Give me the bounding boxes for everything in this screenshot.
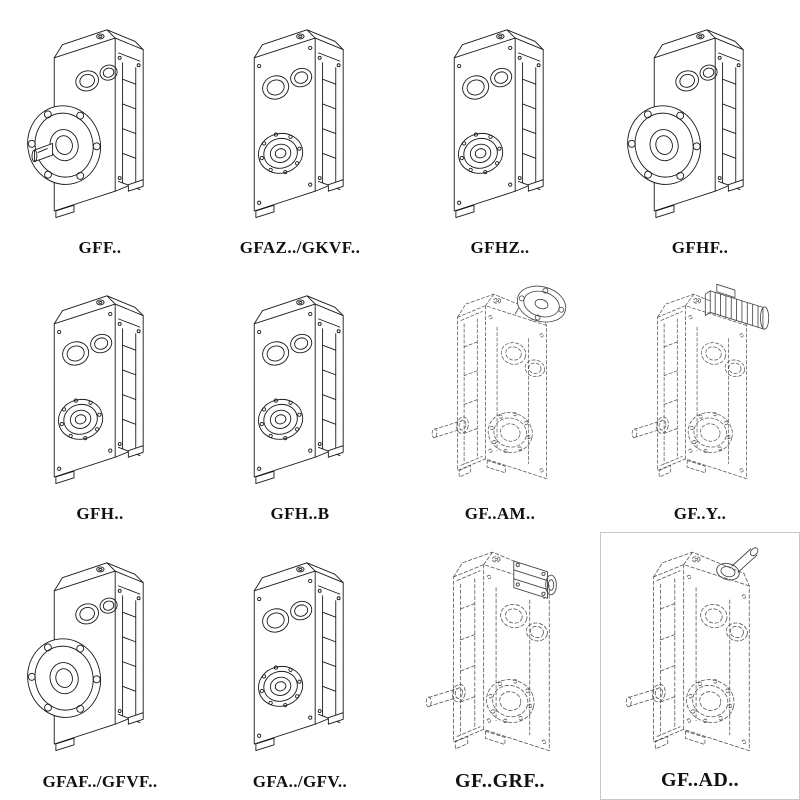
figure: [200, 532, 400, 773]
model-label: GFAZ../GKVF..: [239, 238, 361, 258]
gearbox-drawing-bores: [418, 15, 583, 225]
cell-gfaz-gkvf: GFAZ../GKVF..: [200, 0, 400, 266]
model-label: GFH..: [76, 504, 124, 524]
gearbox-drawing-ghost-adapter-block: [411, 538, 588, 764]
gearbox-drawing-ghost-flange-adapter: [418, 281, 583, 491]
figure: [601, 533, 799, 769]
model-label: GFH..B: [270, 504, 330, 524]
model-label: GF..GRF..: [455, 770, 545, 792]
model-label: GF..AM..: [464, 504, 536, 524]
gearbox-drawing-bores: [218, 281, 383, 491]
figure: [200, 0, 400, 239]
model-label: GFA../GFV..: [252, 772, 348, 792]
gearbox-drawing-bores: [218, 15, 383, 225]
figure: [600, 266, 800, 505]
cell-gfhf: GFHF..: [600, 0, 800, 266]
figure: [200, 266, 400, 505]
model-label: GFF..: [78, 238, 122, 258]
model-label: GFAF../GFVF..: [42, 772, 158, 792]
model-label: GFHF..: [671, 238, 729, 258]
cell-gf-ad: GF..AD..: [600, 532, 800, 800]
cell-gfa-gfv: GFA../GFV..: [200, 532, 400, 800]
cell-gf-grf: GF..GRF..: [400, 532, 600, 800]
model-label: GFHZ..: [470, 238, 530, 258]
figure: [0, 0, 200, 239]
cell-gfh-b: GFH..B: [200, 266, 400, 532]
gearbox-drawing-bores: [218, 548, 383, 758]
gearbox-drawing-flange: [618, 15, 783, 225]
figure: [400, 532, 600, 770]
gearbox-drawing-ghost-motor: [618, 281, 783, 491]
gearbox-drawing-bores: [18, 281, 183, 491]
figure: [400, 266, 600, 505]
model-label: GF..AD..: [660, 769, 740, 791]
cell-gf-am: GF..AM..: [400, 266, 600, 532]
gearbox-drawing-flange-shaft: [18, 15, 183, 225]
cell-gf-y: GF..Y..: [600, 266, 800, 532]
gearbox-drawing-ghost-input-shaft: [611, 538, 788, 764]
figure: [600, 0, 800, 239]
cell-gfaf-gfvf: GFAF../GFVF..: [0, 532, 200, 800]
figure: [0, 266, 200, 505]
gearbox-drawing-flange: [18, 548, 183, 758]
cell-gfhz: GFHZ..: [400, 0, 600, 266]
figure: [0, 532, 200, 773]
model-label: GF..Y..: [673, 504, 727, 524]
cell-gff: GFF..: [0, 0, 200, 266]
cell-gfh: GFH..: [0, 266, 200, 532]
figure: [400, 0, 600, 239]
